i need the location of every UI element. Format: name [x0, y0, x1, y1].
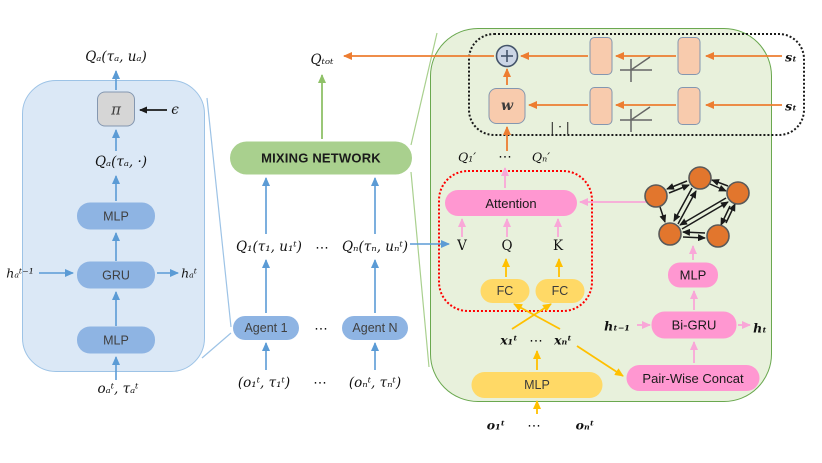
w-label: w	[500, 98, 514, 114]
mlp-label: MLP	[103, 209, 129, 223]
o1-label: o₁ᵗ	[486, 417, 506, 433]
ht-prev-label: hₜ₋₁	[604, 318, 630, 334]
agentN-label: Agent N	[352, 321, 398, 335]
agent-output-label: Qₐ(τₐ, uₐ)	[85, 49, 147, 65]
qn-label: Qₙ(τₙ, uₙᵗ)	[341, 239, 409, 255]
dots: ⋯	[313, 375, 327, 391]
hypernet-box	[677, 37, 701, 75]
hidden-state-in-label: hₐᵗ⁻¹	[6, 265, 34, 281]
dots: ⋯	[498, 149, 512, 165]
agent-input-label: oₐᵗ, τₐᵗ	[97, 381, 139, 397]
agent1-label: Agent 1	[244, 321, 288, 335]
bigru-label: Bi-GRU	[671, 317, 717, 333]
pi-label: π	[111, 100, 121, 118]
dots: ⋯	[314, 321, 328, 337]
bigru-box: Bi-GRU	[651, 311, 737, 339]
agent1-box: Agent 1	[233, 316, 299, 340]
dots: ⋯	[529, 333, 543, 349]
mixer-mlp-box: MLP	[471, 372, 603, 398]
graph-mlp-box: MLP	[668, 262, 718, 288]
agent-q-internal-label: Qₐ(τₐ, ·)	[94, 154, 148, 170]
state-bottom-label: sₜ	[785, 98, 797, 114]
epsilon-label: ϵ	[171, 102, 179, 118]
q1-label: Q₁(τ₁, u₁ᵗ)	[236, 239, 302, 255]
policy-pi-box: π	[97, 91, 135, 127]
fc-label: FC	[496, 284, 514, 298]
mixing-network-label: MIXING NETWORK	[261, 150, 381, 166]
query-Q-label: Q	[501, 238, 513, 254]
ht-label: hₜ	[753, 320, 767, 336]
mlp-label: MLP	[524, 378, 550, 392]
qtot-label: Qₜₒₜ	[310, 52, 334, 68]
value-V-label: V	[457, 238, 467, 254]
qprimeN-label: Qₙ′	[531, 149, 551, 165]
attention-box: Attention	[445, 190, 577, 216]
hypernetwork-dotted-box	[468, 33, 805, 136]
mixing-network-box: MIXING NETWORK	[230, 141, 412, 175]
pairwise-concat-box: Pair-Wise Concat	[626, 365, 760, 391]
hypernet-box	[589, 87, 613, 125]
agent1-input-label: (o₁ᵗ, τ₁ᵗ)	[237, 375, 291, 391]
fc-label: FC	[551, 284, 569, 298]
mlp-label: MLP	[679, 267, 707, 283]
dots: ⋯	[315, 240, 329, 256]
x1-label: x₁ᵗ	[500, 332, 518, 348]
qprime1-label: Q₁′	[457, 149, 477, 165]
state-top-label: sₜ	[785, 49, 797, 65]
agent-gru-box: GRU	[77, 261, 155, 289]
fc2-box: FC	[535, 279, 585, 303]
agent-mlp-top-box: MLP	[77, 202, 155, 230]
key-K-label: K	[552, 238, 564, 254]
attention-label: Attention	[485, 195, 537, 211]
agentN-box: Agent N	[342, 316, 408, 340]
pairwise-label: Pair-Wise Concat	[642, 370, 744, 386]
gru-label: GRU	[102, 268, 130, 282]
fc1-box: FC	[480, 279, 530, 303]
abs-value-label: | · |	[550, 120, 570, 134]
agent-mlp-bottom-box: MLP	[77, 326, 155, 354]
on-label: oₙᵗ	[575, 417, 595, 433]
hidden-state-out-label: hₐᵗ	[181, 265, 197, 281]
weight-w-box: w	[488, 88, 526, 124]
agent-callout-lines	[201, 97, 232, 359]
mlp-label: MLP	[103, 333, 129, 347]
xn-label: xₙᵗ	[554, 332, 572, 348]
dots: ⋯	[527, 418, 541, 434]
hypernet-box	[589, 37, 613, 75]
agentN-input-label: (oₙᵗ, τₙᵗ)	[348, 375, 402, 391]
hypernet-box	[677, 87, 701, 125]
